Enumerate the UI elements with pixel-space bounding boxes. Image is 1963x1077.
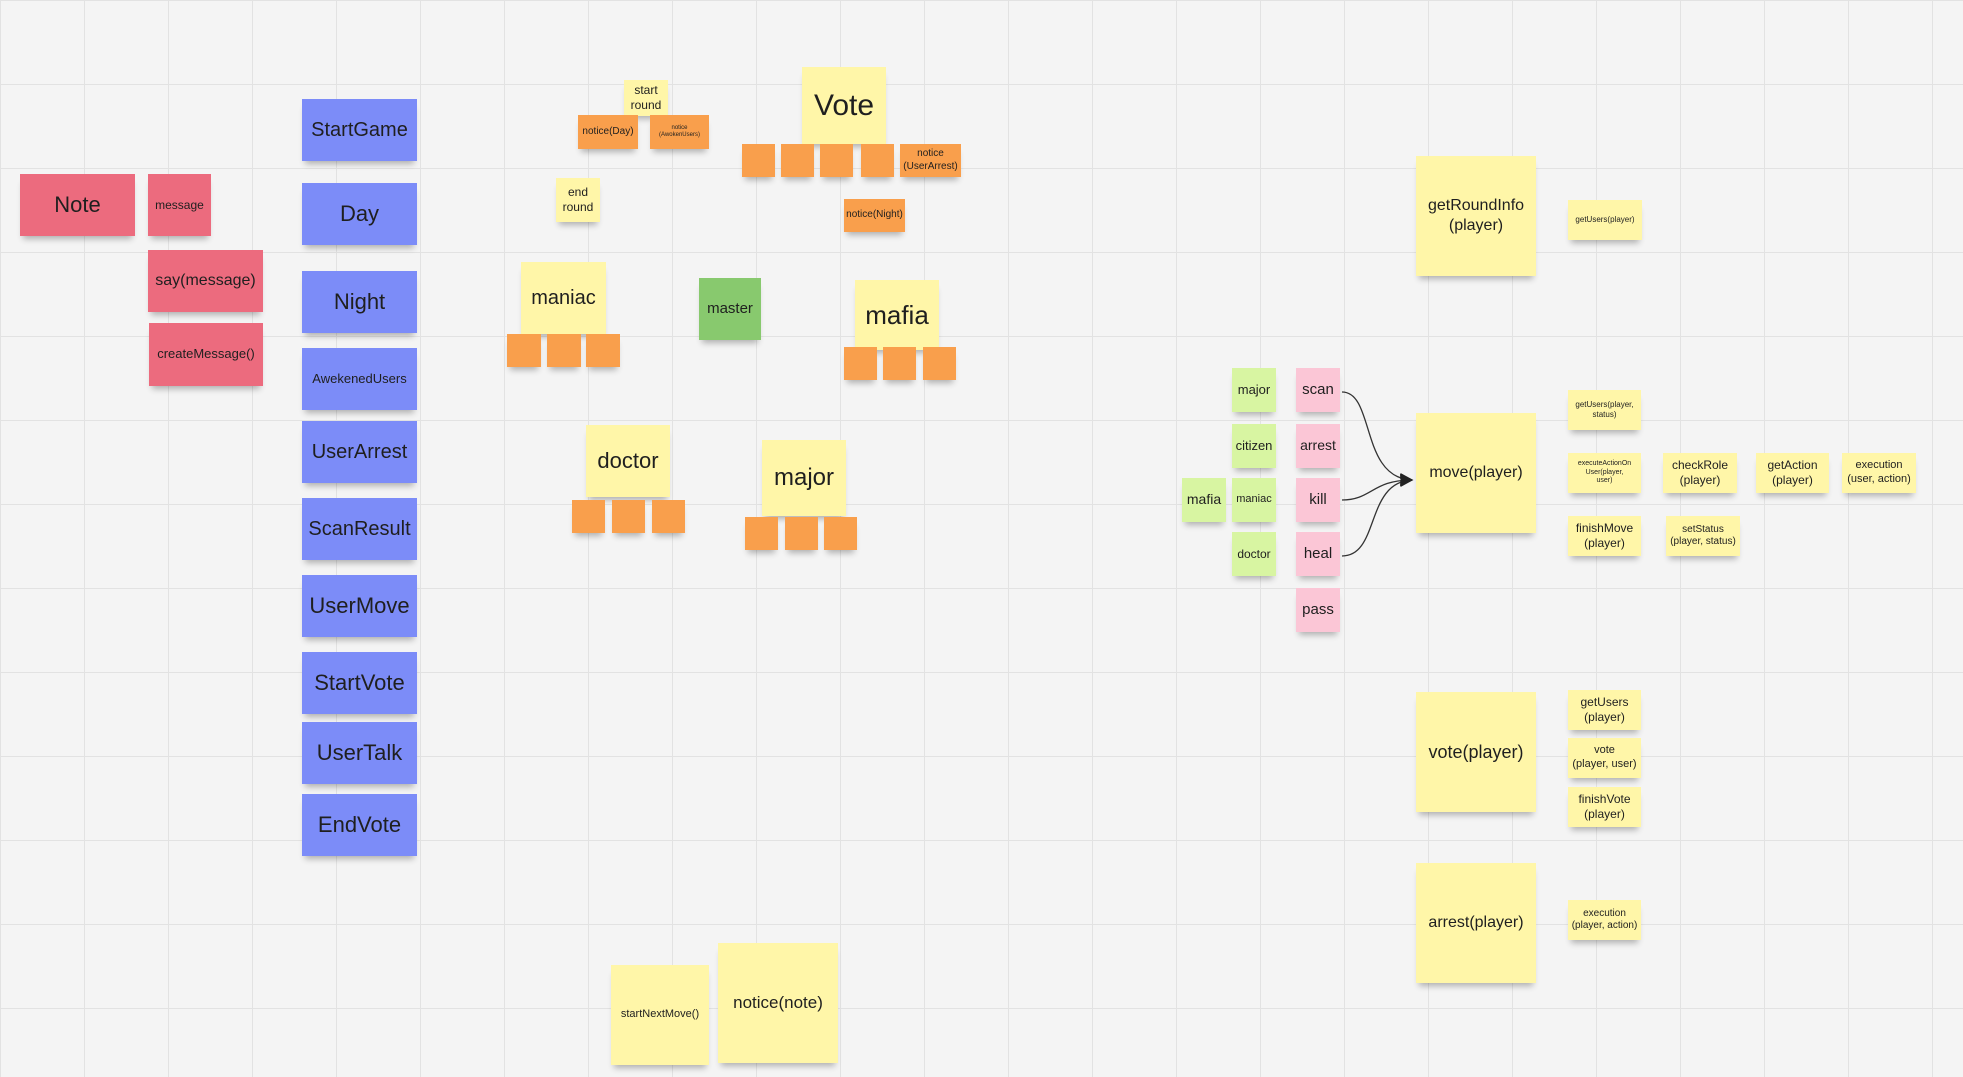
mafia-action-note[interactable] xyxy=(883,347,916,380)
major-action-note[interactable] xyxy=(745,517,778,550)
get-round-info-note[interactable]: getRoundInfo (player) xyxy=(1416,156,1536,276)
note-legend[interactable]: Note xyxy=(20,174,135,236)
doctor-action-note[interactable] xyxy=(572,500,605,533)
msg-user-move[interactable]: UserMove xyxy=(302,575,417,637)
msg-start-game[interactable]: StartGame xyxy=(302,99,417,161)
role-maniac-note[interactable]: maniac xyxy=(1232,478,1276,522)
create-message-note[interactable]: createMessage() xyxy=(149,323,263,386)
message-note[interactable]: message xyxy=(148,174,211,236)
msg-scan-result[interactable]: ScanResult xyxy=(302,498,417,560)
kill-to-move-arrow xyxy=(1341,473,1414,501)
check-role-note[interactable]: checkRole (player) xyxy=(1663,453,1737,493)
mafia-role-note[interactable]: mafia xyxy=(855,280,939,350)
scan-to-move-arrow xyxy=(1341,391,1414,487)
execute-action-on-user-note[interactable]: executeActionOn User(player, user) xyxy=(1568,453,1641,493)
notice-day-note[interactable]: notice(Day) xyxy=(578,115,638,149)
vote-player-user-note[interactable]: vote (player, user) xyxy=(1568,738,1641,778)
get-users-player-note[interactable]: getUsers(player) xyxy=(1568,200,1642,240)
role-citizen-note[interactable]: citizen xyxy=(1232,424,1276,468)
doctor-action-note[interactable] xyxy=(652,500,685,533)
msg-day[interactable]: Day xyxy=(302,183,417,245)
mafia-action-note[interactable] xyxy=(923,347,956,380)
role-major-note[interactable]: major xyxy=(1232,368,1276,412)
mafia-action-note[interactable] xyxy=(844,347,877,380)
execution-user-action-note[interactable]: execution (user, action) xyxy=(1842,453,1916,493)
action-kill-note[interactable]: kill xyxy=(1296,478,1340,522)
vote-action-note[interactable] xyxy=(742,144,775,177)
notice-night-note[interactable]: notice(Night) xyxy=(844,199,905,232)
arrest-execution-note[interactable]: execution (player, action) xyxy=(1568,900,1641,940)
move-player-note[interactable]: move(player) xyxy=(1416,413,1536,533)
arrest-player-note[interactable]: arrest(player) xyxy=(1416,863,1536,983)
major-role-note[interactable]: major xyxy=(762,440,846,516)
vote-action-note[interactable] xyxy=(781,144,814,177)
say-message-note[interactable]: say(message) xyxy=(148,250,263,312)
action-pass-note[interactable]: pass xyxy=(1296,588,1340,632)
notice-note-note[interactable]: notice(note) xyxy=(718,943,838,1063)
doctor-action-note[interactable] xyxy=(612,500,645,533)
maniac-action-note[interactable] xyxy=(547,334,581,367)
get-users-status-note[interactable]: getUsers(player, status) xyxy=(1568,390,1641,430)
msg-night[interactable]: Night xyxy=(302,271,417,333)
set-status-note[interactable]: setStatus (player, status) xyxy=(1666,516,1740,556)
maniac-action-note[interactable] xyxy=(586,334,620,367)
msg-end-vote[interactable]: EndVote xyxy=(302,794,417,856)
role-doctor-note[interactable]: doctor xyxy=(1232,532,1276,576)
maniac-role-note[interactable]: maniac xyxy=(521,262,606,334)
msg-awekened-users[interactable]: AwekenedUsers xyxy=(302,348,417,410)
action-scan-note[interactable]: scan xyxy=(1296,368,1340,412)
vote-get-users-note[interactable]: getUsers (player) xyxy=(1568,690,1641,730)
vote-action-note[interactable] xyxy=(861,144,894,177)
msg-user-arrest[interactable]: UserArrest xyxy=(302,421,417,483)
start-next-move-note[interactable]: startNextMove() xyxy=(611,965,709,1065)
end-round-note[interactable]: end round xyxy=(556,178,600,222)
finish-vote-note[interactable]: finishVote (player) xyxy=(1568,787,1641,827)
start-round-note[interactable]: start round xyxy=(624,80,668,116)
role-mafia-note[interactable]: mafia xyxy=(1182,478,1226,522)
major-action-note[interactable] xyxy=(824,517,857,550)
vote-player-note[interactable]: vote(player) xyxy=(1416,692,1536,812)
msg-user-talk[interactable]: UserTalk xyxy=(302,722,417,784)
msg-start-vote[interactable]: StartVote xyxy=(302,652,417,714)
notice-user-arrest-note[interactable]: notice (UserArrest) xyxy=(900,144,961,177)
major-action-note[interactable] xyxy=(785,517,818,550)
action-heal-note[interactable]: heal xyxy=(1296,532,1340,576)
doctor-role-note[interactable]: doctor xyxy=(586,425,670,497)
master-note[interactable]: master xyxy=(699,278,761,340)
notice-awoken-users-note[interactable]: notice (AwokenUsers) xyxy=(650,115,709,149)
vote-title-note[interactable]: Vote xyxy=(802,67,886,144)
finish-move-note[interactable]: finishMove (player) xyxy=(1568,516,1641,556)
vote-action-note[interactable] xyxy=(820,144,853,177)
heal-to-move-arrow xyxy=(1341,474,1414,557)
maniac-action-note[interactable] xyxy=(507,334,541,367)
action-arrest-note[interactable]: arrest xyxy=(1296,424,1340,468)
get-action-note[interactable]: getAction (player) xyxy=(1756,453,1829,493)
